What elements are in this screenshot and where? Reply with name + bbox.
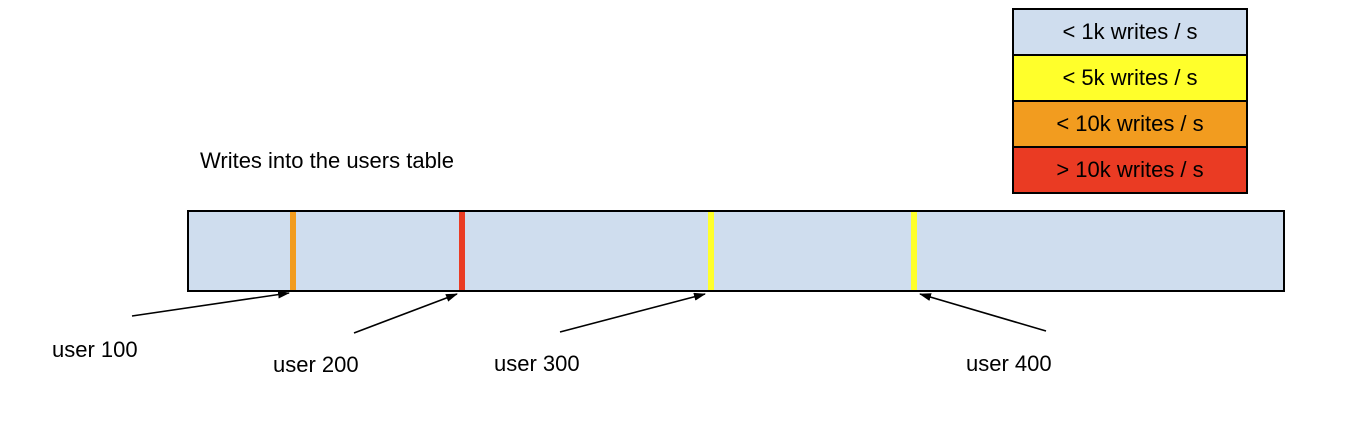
arrow-user-100	[131, 290, 290, 317]
legend-item-gt-10k: > 10k writes / s	[1012, 146, 1248, 194]
user-400-label: user 400	[966, 351, 1052, 376]
hotspot-stripe-user-100	[290, 212, 296, 290]
arrow-user-400	[919, 293, 1047, 332]
user-300-label: user 300	[494, 351, 580, 376]
arrow-user-300	[559, 292, 706, 333]
hotspot-stripe-user-300	[708, 212, 714, 290]
users-table-bar	[187, 210, 1285, 292]
diagram-title: Writes into the users table	[200, 148, 454, 173]
arrow-user-200	[353, 293, 458, 334]
legend-item-lt-5k: < 5k writes / s	[1012, 54, 1248, 102]
hotspot-stripe-user-200	[459, 212, 465, 290]
legend-item-lt-5k-label: < 5k writes / s	[1062, 65, 1198, 90]
legend-item-lt-10k: < 10k writes / s	[1012, 100, 1248, 148]
legend-item-lt-1k: < 1k writes / s	[1012, 8, 1248, 56]
legend-item-lt-1k-label: < 1k writes / s	[1062, 19, 1198, 44]
write-rate-legend: < 1k writes / s < 5k writes / s < 10k wr…	[1012, 8, 1248, 194]
user-100-label: user 100	[52, 337, 138, 362]
legend-item-lt-10k-label: < 10k writes / s	[1056, 111, 1204, 136]
hotspot-stripe-user-400	[911, 212, 917, 290]
legend-item-gt-10k-label: > 10k writes / s	[1056, 157, 1204, 182]
user-200-label: user 200	[273, 352, 359, 377]
